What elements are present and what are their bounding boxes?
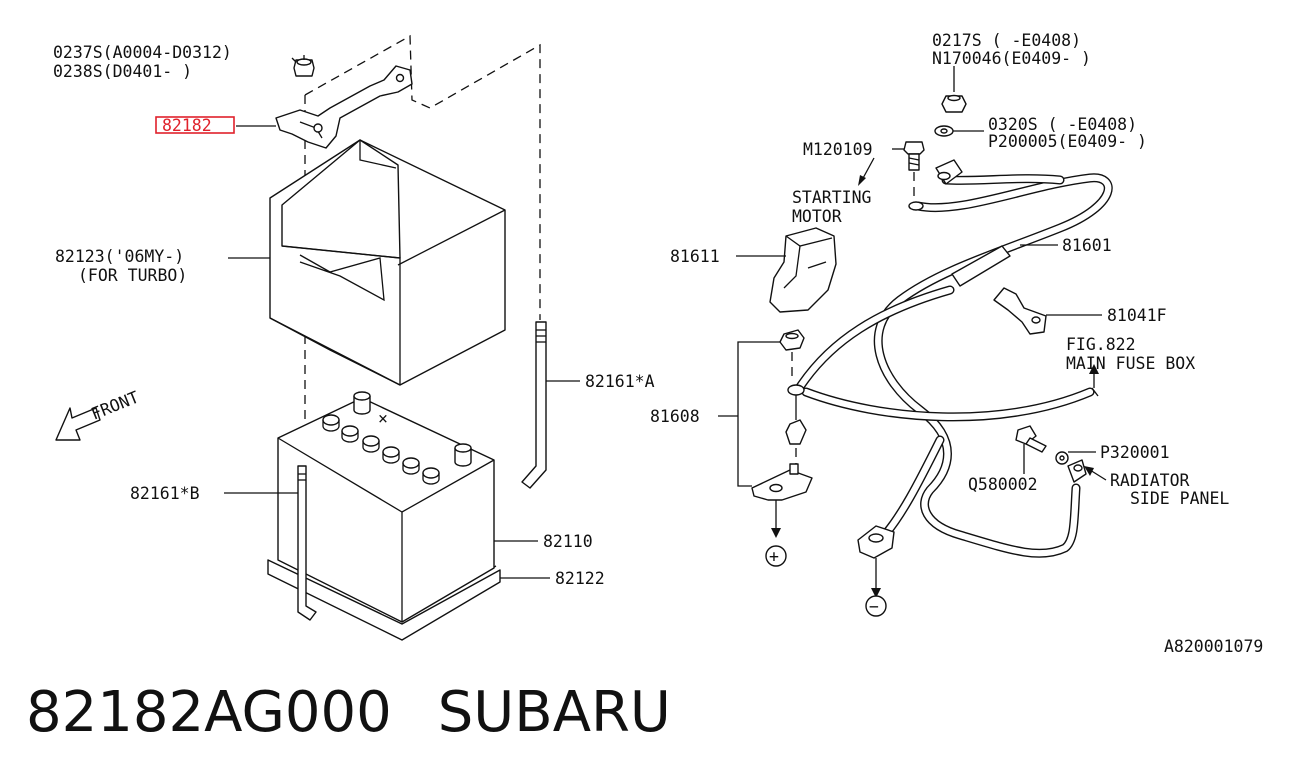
negative-arrow-icon xyxy=(871,588,881,598)
label-motor: MOTOR xyxy=(792,207,842,226)
label-radiator: RADIATOR xyxy=(1110,471,1190,490)
label-81601: 81601 xyxy=(1062,236,1112,255)
label-p320001: P320001 xyxy=(1100,443,1170,462)
hold-down-bracket-82182-icon[interactable] xyxy=(275,65,413,149)
leader-starting-motor xyxy=(861,157,875,181)
clip-81041f-icon xyxy=(993,287,1047,335)
positive-arrow-icon xyxy=(771,528,781,538)
label-starting: STARTING xyxy=(792,188,871,207)
label-81041f: 81041F xyxy=(1107,306,1167,325)
part-highlight-box[interactable] xyxy=(155,116,235,134)
hold-down-guide-lines xyxy=(304,34,541,610)
label-front: FRONT xyxy=(88,387,141,423)
washer-p320001-icon xyxy=(1055,451,1069,465)
radiator-ground-terminal-icon xyxy=(1067,459,1087,483)
bolt-m120109-icon xyxy=(903,141,925,171)
nut-0217s-icon xyxy=(941,94,967,113)
label-82122: 82122 xyxy=(555,569,605,588)
label-p200005: P200005(E0409- ) xyxy=(988,132,1147,151)
label-q580002: Q580002 xyxy=(968,475,1038,494)
leader-0237s xyxy=(291,57,297,63)
rod-82161a-icon xyxy=(521,321,547,489)
harness-81608-icon xyxy=(751,329,813,501)
label-side-panel: SIDE PANEL xyxy=(1130,489,1229,508)
leader-radiator xyxy=(1089,469,1107,481)
label-82123: 82123('06MY-) xyxy=(55,247,184,266)
bolt-0237s-icon xyxy=(293,55,315,77)
label-0320s: 0320S ( -E0408) xyxy=(988,115,1137,134)
part-title: 82182AG000 SUBARU xyxy=(26,680,717,745)
label-fig822[interactable]: FIG.822 xyxy=(1066,335,1136,354)
battery-tray-82123-icon xyxy=(269,139,506,386)
label-81611: 81611 xyxy=(670,247,720,266)
label-m120109: M120109 xyxy=(803,140,873,159)
label-n170046: N170046(E0409- ) xyxy=(932,49,1091,68)
label-main-fuse-box: MAIN FUSE BOX xyxy=(1066,354,1195,373)
label-0217s: 0217S ( -E0408) xyxy=(932,31,1081,50)
positive-terminal-symbol xyxy=(765,545,787,567)
terminal-cover-81611-icon xyxy=(769,227,837,313)
fuse-box-arrow-icon xyxy=(1089,364,1099,374)
label-0237s: 0237S(A0004-D0312) xyxy=(53,43,232,62)
brand-name: SUBARU xyxy=(437,680,671,745)
battery-82110-icon: × xyxy=(277,391,495,623)
radiator-arrow-icon xyxy=(1084,466,1094,476)
diagram-code: A820001079 xyxy=(1164,637,1263,656)
part-number: 82182AG000 xyxy=(26,680,392,745)
label-0238s: 0238S(D0401- ) xyxy=(53,62,192,81)
washer-0320s-icon xyxy=(934,125,954,137)
starting-motor-arrow-icon xyxy=(858,175,866,186)
label-82161a: 82161*A xyxy=(585,372,655,391)
rod-82161b-icon xyxy=(297,465,317,621)
battery-cable-81601-icon xyxy=(793,159,1113,558)
negative-terminal-clamp-icon xyxy=(857,525,895,559)
bolt-q580002-icon xyxy=(1015,425,1047,453)
negative-terminal-label: − xyxy=(869,597,879,616)
label-for-turbo: (FOR TURBO) xyxy=(78,266,187,285)
label-81608: 81608 xyxy=(650,407,700,426)
label-82110: 82110 xyxy=(543,532,593,551)
bracket-81608 xyxy=(737,341,780,487)
label-82161b: 82161*B xyxy=(130,484,200,503)
label-82182-highlighted[interactable]: 82182 xyxy=(162,116,212,135)
positive-terminal-label: + xyxy=(769,547,779,566)
battery-plus-mark: × xyxy=(378,409,388,428)
front-direction-arrow-icon xyxy=(55,407,101,441)
negative-terminal-symbol xyxy=(865,595,887,617)
fuse-box-cable-end xyxy=(1091,387,1099,397)
